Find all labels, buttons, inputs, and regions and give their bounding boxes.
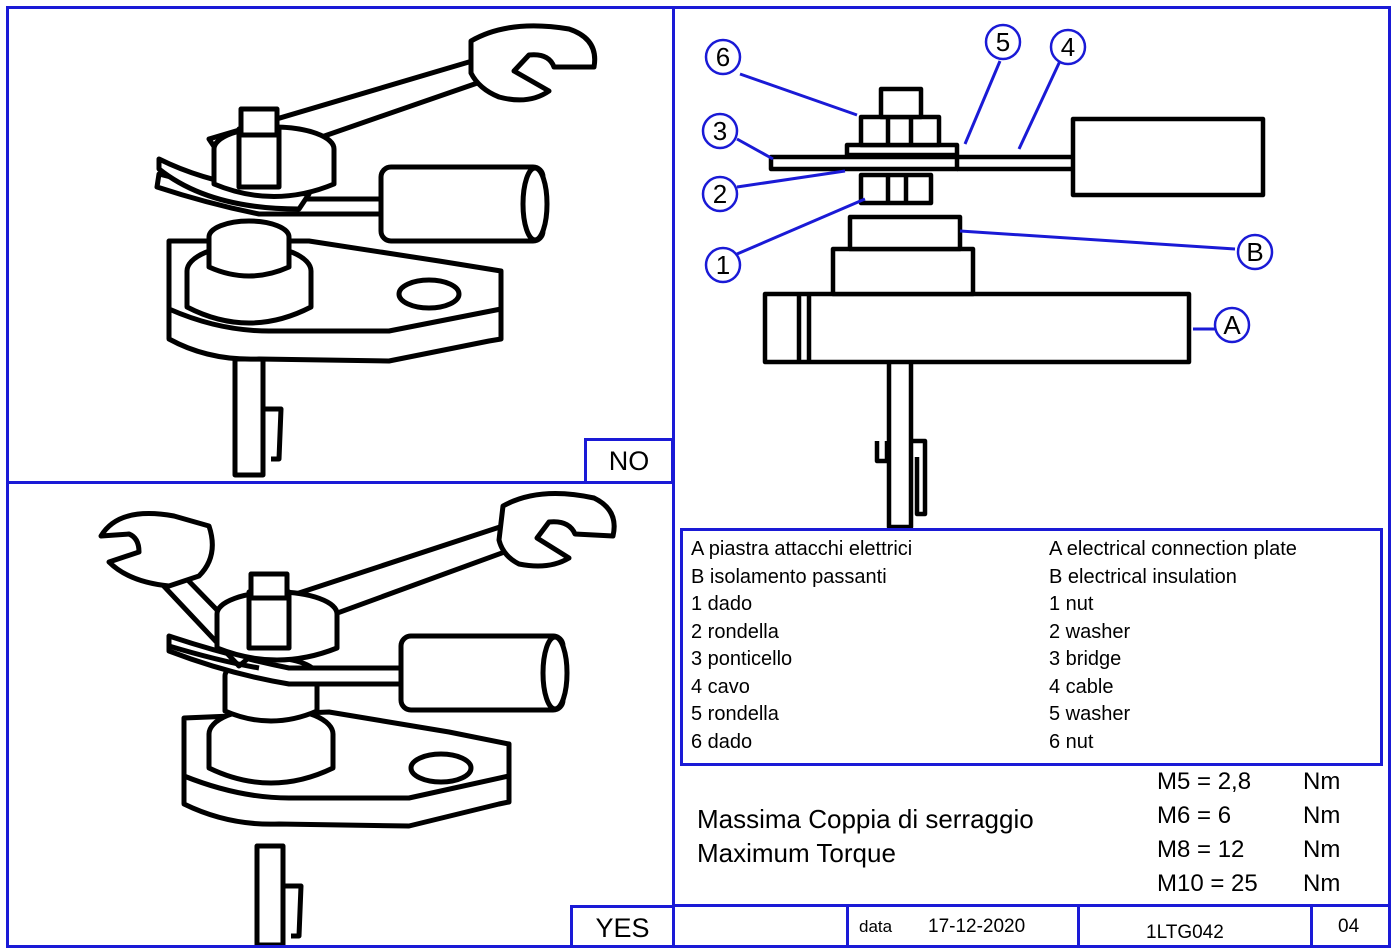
legend-it-3: 3 ponticello bbox=[691, 648, 793, 670]
correct-tightening-illustration bbox=[98, 491, 617, 945]
torque-size: M5 = 2,8 bbox=[1157, 768, 1252, 795]
callout-4-text: 4 bbox=[1061, 32, 1075, 62]
torque-unit-m6: Nm bbox=[1303, 802, 1340, 830]
legend-it-2: 2 rondella bbox=[691, 620, 779, 643]
callout-4 bbox=[1049, 28, 1087, 66]
legend-box bbox=[680, 528, 1383, 766]
torque-unit-m5: Nm bbox=[1303, 768, 1340, 796]
legend-it-6: 6 dado bbox=[691, 730, 753, 753]
torque-title-italian: Massima Coppia di serraggio bbox=[697, 804, 1034, 834]
legend-en-b: B electrical insulation bbox=[1049, 565, 1237, 588]
torque-unit: Nm bbox=[1303, 870, 1341, 897]
title-block-divider-2 bbox=[1077, 904, 1080, 948]
horizontal-divider bbox=[6, 481, 675, 484]
callout-2-text: 2 bbox=[713, 179, 727, 209]
title-block-divider-3 bbox=[1310, 904, 1313, 948]
torque-unit-m8: Nm bbox=[1303, 836, 1340, 864]
drawing-frame bbox=[6, 6, 1391, 948]
drawing-code: 1LTG042 bbox=[1146, 922, 1224, 943]
torque-size: M8 = 12 bbox=[1157, 836, 1245, 863]
legend-en-4: 4 cable bbox=[1049, 675, 1114, 698]
callout-3-text: 3 bbox=[713, 116, 727, 146]
torque-unit-m10: Nm bbox=[1303, 870, 1340, 898]
callout-1-text: 1 bbox=[716, 250, 730, 280]
callout-B-text: B bbox=[1246, 237, 1263, 267]
torque-unit: Nm bbox=[1303, 768, 1341, 795]
date-label: data bbox=[859, 917, 893, 936]
torque-title: Massima Coppia di serraggio Maximum Torq… bbox=[697, 802, 1034, 870]
torque-title-english: Maximum Torque bbox=[697, 838, 896, 868]
torque-row-m8: M8 = 12 bbox=[1157, 836, 1244, 864]
callout-5-text: 5 bbox=[996, 27, 1010, 57]
legend-en-2: 2 washer bbox=[1049, 620, 1131, 643]
title-block-top-line bbox=[672, 904, 1391, 907]
wrong-tightening-illustration bbox=[154, 23, 598, 478]
legend-italian: A piastra attacchi elettrici B isolament… bbox=[691, 536, 912, 756]
legend-it-b: B isolamento passanti bbox=[691, 565, 887, 588]
callout-3 bbox=[701, 112, 739, 150]
callout-A-text: A bbox=[1223, 310, 1241, 340]
torque-unit: Nm bbox=[1303, 836, 1341, 863]
legend-it-a: A piastra attacchi elettrici bbox=[691, 538, 913, 560]
torque-row-m6: M6 = 6 bbox=[1157, 802, 1231, 830]
legend-english: A electrical connection plate B electric… bbox=[1049, 536, 1297, 756]
torque-size: M10 = 25 bbox=[1157, 870, 1258, 897]
legend-it-4: 4 cavo bbox=[691, 675, 750, 698]
sheet-number: 04 bbox=[1338, 916, 1360, 937]
verdict-yes-label: YES bbox=[570, 905, 675, 948]
callout-6 bbox=[704, 38, 742, 76]
legend-it-1: 1 dado bbox=[691, 593, 753, 615]
legend-en-6: 6 nut bbox=[1049, 730, 1094, 753]
callout-1 bbox=[704, 246, 742, 284]
legend-en-3: 3 bridge bbox=[1049, 648, 1122, 670]
callout-A bbox=[1213, 306, 1251, 344]
legend-en-a: A electrical connection plate bbox=[1049, 538, 1297, 560]
legend-it-5: 5 rondella bbox=[691, 703, 779, 725]
verdict-no-label: NO bbox=[584, 438, 674, 484]
terminal-assembly-side-view: 6 5 4 3 2 1 B A bbox=[701, 23, 1274, 529]
torque-unit: Nm bbox=[1303, 802, 1341, 829]
title-block-divider-1 bbox=[846, 904, 849, 948]
torque-row-m5: M5 = 2,8 bbox=[1157, 768, 1251, 796]
torque-size: M6 = 6 bbox=[1157, 802, 1232, 829]
callout-5 bbox=[984, 23, 1022, 61]
date-value: 17-12-2020 bbox=[928, 916, 1026, 937]
legend-en-5: 5 washer bbox=[1049, 703, 1131, 725]
callout-6-text: 6 bbox=[716, 42, 730, 72]
callout-B bbox=[1236, 233, 1274, 271]
torque-row-m10: M10 = 25 bbox=[1157, 870, 1258, 898]
legend-en-1: 1 nut bbox=[1049, 593, 1094, 615]
callout-2 bbox=[701, 175, 739, 213]
